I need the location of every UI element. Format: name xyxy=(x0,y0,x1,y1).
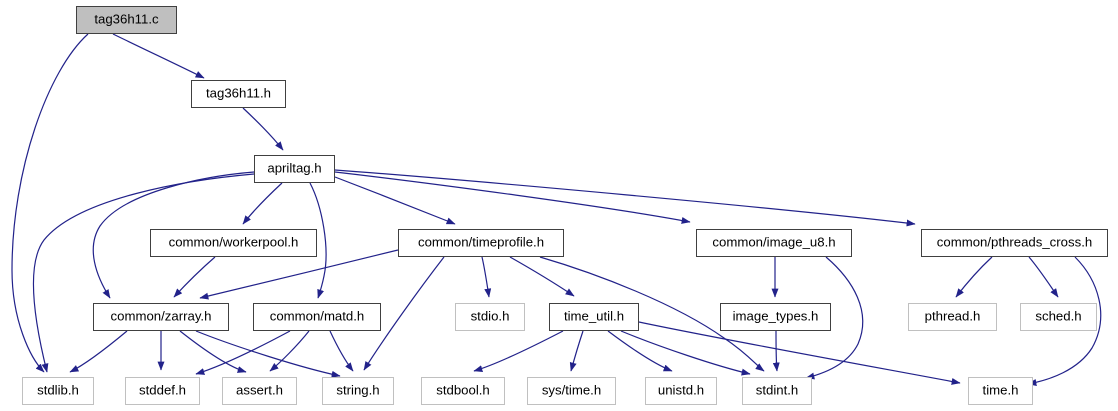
graph-node-assert_h[interactable]: assert.h xyxy=(222,377,297,405)
edge-tag36h11_c-to-stdlib_h xyxy=(11,33,89,373)
graph-node-label: image_types.h xyxy=(732,308,819,324)
graph-node-label: tag36h11.c xyxy=(94,11,159,27)
edge-apriltag_h-to-timeprofile_h xyxy=(334,176,456,225)
edge-timeprofile_h-to-zarray_h xyxy=(199,249,399,300)
graph-node-label: stddef.h xyxy=(139,382,186,398)
edge-time_util_h-to-time_h xyxy=(638,321,961,385)
edge-tag36h11_h-to-apriltag_h xyxy=(242,107,284,151)
graph-node-stdbool_h[interactable]: stdbool.h xyxy=(421,377,505,405)
edge-paths xyxy=(11,33,1102,386)
graph-node-tag36h11_c[interactable]: tag36h11.c xyxy=(76,6,177,34)
edge-matd_h-to-stddef_h xyxy=(195,330,291,375)
graph-node-time_util_h[interactable]: time_util.h xyxy=(549,303,639,331)
graph-node-apriltag_h[interactable]: apriltag.h xyxy=(254,155,335,183)
graph-node-label: common/matd.h xyxy=(269,308,365,324)
graph-node-zarray_h[interactable]: common/zarray.h xyxy=(93,303,229,331)
graph-node-matd_h[interactable]: common/matd.h xyxy=(253,303,381,331)
graph-node-label: pthread.h xyxy=(924,308,981,324)
graph-node-label: time.h xyxy=(982,382,1019,398)
graph-node-sys_time_h[interactable]: sys/time.h xyxy=(527,377,616,405)
graph-node-label: apriltag.h xyxy=(267,160,322,176)
graph-node-pthread_h[interactable]: pthread.h xyxy=(908,303,997,331)
edge-workerpool_h-to-zarray_h xyxy=(173,256,216,298)
edge-pthreads_cross_h-to-sched_h xyxy=(1028,256,1059,298)
graph-node-label: common/pthreads_cross.h xyxy=(936,234,1093,250)
graph-node-time_h[interactable]: time.h xyxy=(968,377,1033,405)
graph-node-label: stdlib.h xyxy=(37,382,79,398)
graph-node-pthreads_cross_h[interactable]: common/pthreads_cross.h xyxy=(921,229,1108,257)
graph-node-label: common/zarray.h xyxy=(110,308,212,324)
edge-time_util_h-to-sys_time_h xyxy=(569,330,584,372)
edge-timeprofile_h-to-time_util_h xyxy=(509,256,575,297)
edge-matd_h-to-string_h xyxy=(329,330,354,372)
edge-time_util_h-to-stdint_h xyxy=(620,330,751,376)
graph-node-label: stdint.h xyxy=(755,382,799,398)
edge-zarray_h-to-stdlib_h xyxy=(69,330,128,373)
edge-zarray_h-to-assert_h xyxy=(179,330,247,373)
graph-node-label: common/workerpool.h xyxy=(168,234,299,250)
graph-node-tag36h11_h[interactable]: tag36h11.h xyxy=(191,80,286,108)
graph-node-label: common/image_u8.h xyxy=(712,234,836,250)
graph-node-workerpool_h[interactable]: common/workerpool.h xyxy=(150,229,317,257)
graph-node-label: string.h xyxy=(336,382,380,398)
graph-node-image_u8_h[interactable]: common/image_u8.h xyxy=(696,229,852,257)
graph-node-label: common/timeprofile.h xyxy=(417,234,545,250)
graph-node-label: sched.h xyxy=(1035,308,1082,324)
edge-apriltag_h-to-workerpool_h xyxy=(242,182,283,225)
edge-pthreads_cross_h-to-pthread_h xyxy=(955,256,993,298)
edge-zarray_h-to-string_h xyxy=(195,330,341,378)
edge-image_types_h-to-stdint_h xyxy=(772,330,780,372)
edge-time_util_h-to-unistd_h xyxy=(607,330,673,372)
graph-node-label: sys/time.h xyxy=(541,382,602,398)
graph-node-label: stdio.h xyxy=(470,308,510,324)
graph-node-label: assert.h xyxy=(236,382,283,398)
graph-node-timeprofile_h[interactable]: common/timeprofile.h xyxy=(398,229,564,257)
edge-apriltag_h-to-stdlib_h xyxy=(32,173,255,373)
edge-tag36h11_c-to-tag36h11_h xyxy=(112,33,205,79)
graph-node-string_h[interactable]: string.h xyxy=(322,377,394,405)
edge-apriltag_h-to-image_u8_h xyxy=(334,171,691,224)
edge-time_util_h-to-stdbool_h xyxy=(473,330,564,373)
graph-node-stdint_h[interactable]: stdint.h xyxy=(742,377,812,405)
graph-node-sched_h[interactable]: sched.h xyxy=(1020,303,1097,331)
graph-node-label: time_util.h xyxy=(563,308,625,324)
edge-timeprofile_h-to-stdio_h xyxy=(481,256,492,298)
graph-node-image_types_h[interactable]: image_types.h xyxy=(720,303,831,331)
graph-node-label: unistd.h xyxy=(657,382,705,398)
graph-node-label: tag36h11.h xyxy=(205,85,272,101)
edge-matd_h-to-assert_h xyxy=(269,330,310,372)
graph-node-stdlib_h[interactable]: stdlib.h xyxy=(22,377,94,405)
edge-apriltag_h-to-pthreads_cross_h xyxy=(334,169,916,227)
graph-node-stdio_h[interactable]: stdio.h xyxy=(455,303,525,331)
graph-node-stddef_h[interactable]: stddef.h xyxy=(125,377,200,405)
graph-node-unistd_h[interactable]: unistd.h xyxy=(645,377,717,405)
graph-node-label: stdbool.h xyxy=(436,382,490,398)
